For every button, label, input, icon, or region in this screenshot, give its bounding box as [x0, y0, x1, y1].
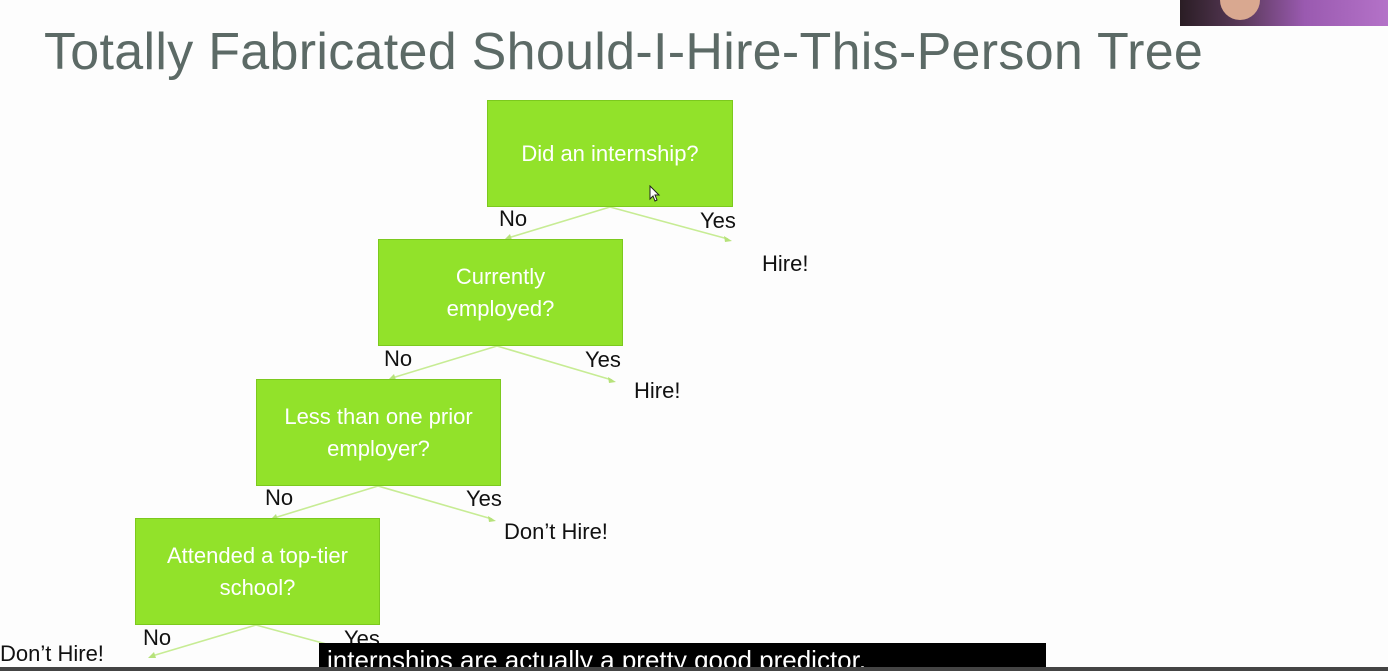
slide-title: Totally Fabricated Should-I-Hire-This-Pe…	[44, 23, 1204, 81]
video-progress-bar[interactable]	[0, 667, 1388, 671]
edge-label-n1-no: No	[499, 206, 528, 231]
edge-n1-no	[507, 206, 611, 239]
edge-label-n2-no: No	[384, 346, 413, 371]
edge-label-n1-yes: Yes	[700, 208, 736, 233]
edge-n2-no	[391, 345, 498, 379]
arrow-n1-no	[504, 234, 512, 240]
edge-label-n4-no: No	[143, 625, 172, 650]
leaf-n3-yes: Don’t Hire!	[504, 519, 608, 544]
edge-n1-yes	[609, 206, 729, 240]
arrow-n2-yes	[608, 377, 616, 383]
edge-label-n3-yes: Yes	[466, 486, 502, 511]
edge-n3-yes	[377, 485, 493, 520]
decision-node-internship: Did an internship?	[487, 100, 733, 207]
edge-label-n3-no: No	[265, 485, 294, 510]
edge-n3-no	[273, 485, 379, 519]
mouse-cursor-icon	[649, 185, 661, 202]
edge-n4-yes	[255, 624, 331, 646]
decision-node-prior-employer: Less than one prior employer?	[256, 379, 501, 486]
arrow-n4-no	[148, 652, 156, 658]
edge-label-n2-yes: Yes	[585, 347, 621, 372]
arrow-n1-yes	[724, 236, 732, 242]
edge-n4-no	[151, 624, 257, 657]
webcam-overlay	[1180, 0, 1388, 26]
decision-node-employed: Currently employed?	[378, 239, 623, 346]
leaf-n1-yes: Hire!	[762, 251, 809, 276]
leaf-n4-no: Don’t Hire!	[0, 641, 104, 666]
subtitle-caption: internships are actually a pretty good p…	[319, 643, 1046, 671]
edge-n2-yes	[496, 345, 613, 381]
arrow-n3-yes	[488, 516, 496, 522]
presenter-face	[1220, 0, 1260, 20]
arrow-n2-no	[388, 374, 396, 380]
decision-node-school: Attended a top-tier school?	[135, 518, 380, 625]
leaf-n2-yes: Hire!	[634, 378, 681, 403]
